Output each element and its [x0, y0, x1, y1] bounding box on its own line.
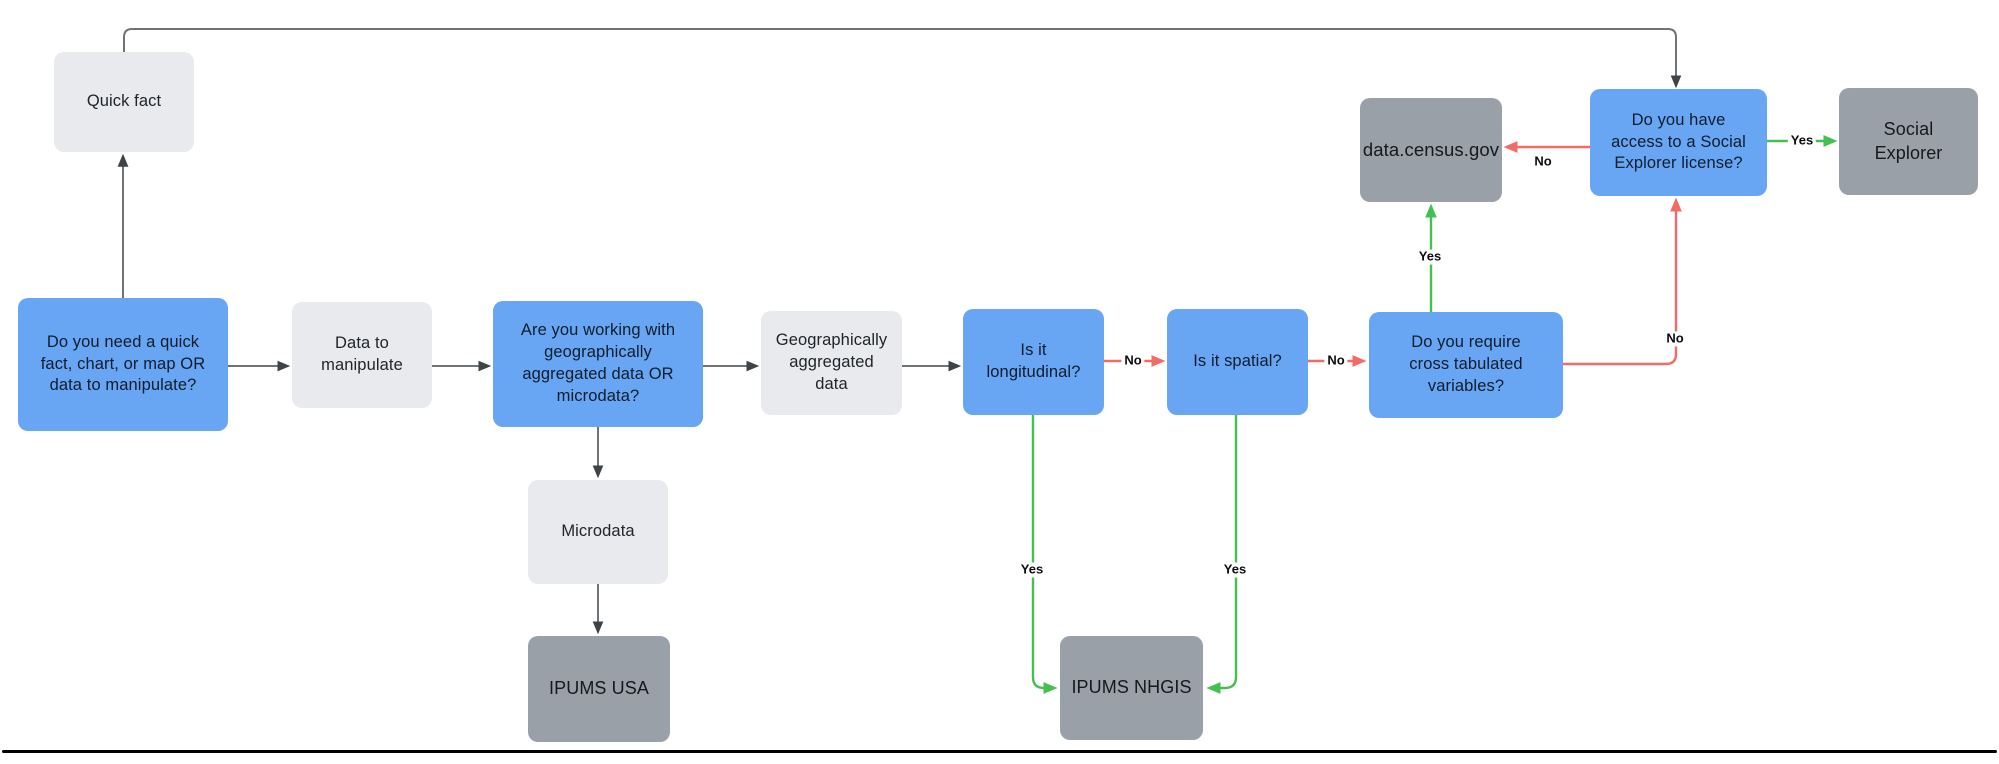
edge-label-spatial-no: No	[1324, 353, 1348, 369]
node-ipums-usa[interactable]: IPUMS USA	[528, 636, 670, 742]
edge-crosstab-no-license	[1563, 197, 1682, 366]
node-question-quick-or-data[interactable]: Do you need a quick fact, chart, or map …	[18, 298, 228, 431]
edge-label-crosstab-yes: Yes	[1415, 249, 1445, 265]
edge-label-license-yes: Yes	[1787, 133, 1817, 149]
node-ipums-nhgis[interactable]: IPUMS NHGIS	[1060, 636, 1203, 740]
node-geographically-aggregated-data[interactable]: Geographically aggregated data	[761, 311, 902, 415]
edge-longitudinal-yes-nhgis	[1031, 415, 1058, 694]
edge-label-crosstab-no: No	[1663, 331, 1687, 347]
edge-label-license-no: No	[1531, 154, 1555, 170]
edge-label-spatial-yes: Yes	[1220, 562, 1250, 578]
node-question-social-explorer-license[interactable]: Do you have access to a Social Explorer …	[1590, 89, 1767, 196]
node-quick-fact[interactable]: Quick fact	[54, 52, 194, 152]
node-question-spatial[interactable]: Is it spatial?	[1167, 309, 1308, 415]
node-social-explorer[interactable]: Social Explorer	[1839, 88, 1978, 195]
bottom-border-line	[2, 750, 1997, 753]
node-data-to-manipulate[interactable]: Data to manipulate	[292, 302, 432, 408]
node-question-aggregated-or-microdata[interactable]: Are you working with geographically aggr…	[493, 301, 703, 427]
node-question-longitudinal[interactable]: Is it longitudinal?	[963, 309, 1104, 415]
node-data-census-gov[interactable]: data.census.gov	[1360, 98, 1502, 202]
node-question-cross-tabulated[interactable]: Do you require cross tabulated variables…	[1369, 312, 1563, 418]
edge-label-longitudinal-no: No	[1121, 353, 1145, 369]
edge-label-longitudinal-yes: Yes	[1017, 562, 1047, 578]
edge-quickfact-to-license	[123, 28, 1682, 89]
edge-spatial-yes-nhgis	[1206, 415, 1238, 694]
node-microdata[interactable]: Microdata	[528, 480, 668, 584]
